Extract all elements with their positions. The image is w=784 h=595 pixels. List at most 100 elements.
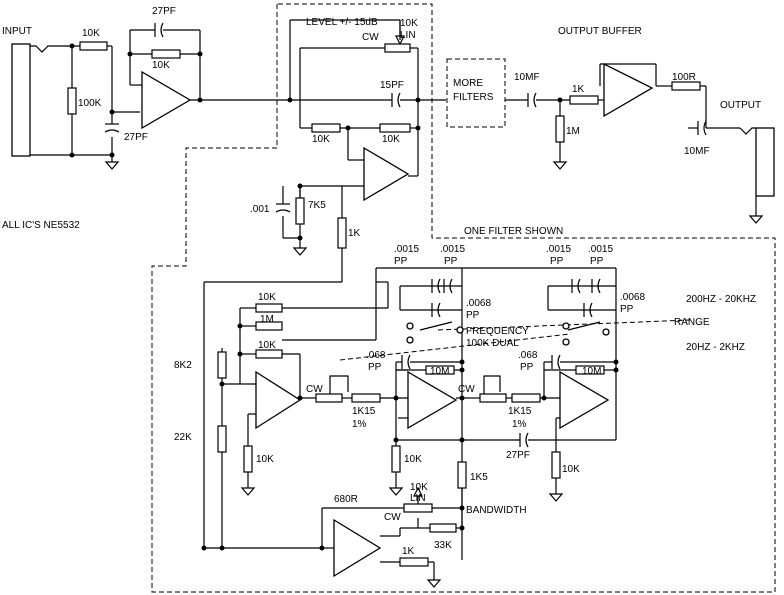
label-c-0015-3: .0015: [546, 244, 571, 255]
label-c-in-27pf: 27PF: [124, 132, 148, 143]
label-c-0015-2: .0015: [440, 244, 465, 255]
label-r-10k-g2: 10K: [404, 454, 422, 465]
buffer-wiring: [505, 63, 757, 216]
level-label: LEVEL +/- 15dB: [306, 17, 378, 28]
label-r-fb-10k: 10K: [152, 60, 170, 71]
label-r-1k-mid: 1K: [348, 228, 361, 239]
output-jack: [755, 127, 775, 197]
buffer-op-amp: [603, 62, 654, 118]
resistor-1k5: [457, 461, 467, 489]
resistor-33k: [429, 523, 457, 533]
resistor-feedback-10k: [151, 49, 181, 59]
label-r-1k15-b: 1K15: [508, 406, 532, 417]
ground-symbol: [426, 579, 442, 588]
label-pot-level-cw: CW: [362, 32, 379, 43]
label-r-1m-fa: 1M: [260, 314, 274, 325]
resistor-1k-buffer: [569, 95, 599, 105]
resistor-10m-a: [425, 365, 455, 375]
label-pot-level-10k: 10K: [400, 18, 418, 29]
output-buffer-label: OUTPUT BUFFER: [558, 26, 642, 37]
label-pp-0068-a: PP: [466, 310, 480, 321]
label-c-001: .001: [250, 204, 270, 215]
frequency-label: FREQUENCY: [466, 326, 529, 337]
label-r-1m-buffer: 1M: [566, 126, 580, 137]
resistor-10k-g1: [243, 445, 253, 473]
label-r-680r: 680R: [334, 494, 358, 505]
resistor-10k-fa: [255, 303, 283, 313]
resistor-1m-buffer: [555, 115, 565, 143]
label-pct-a: 1%: [352, 419, 367, 430]
resistor-cw-pot-1: [315, 393, 343, 403]
more-filters-box: [446, 58, 506, 128]
label-pot-bw-10k: 10K: [410, 482, 428, 493]
resistor-10k-g2: [391, 445, 401, 473]
level-block-outline: [151, 3, 776, 593]
resistor-cw-pot-2: [479, 393, 507, 403]
resistor-input-10k: [79, 41, 108, 51]
label-r-10k-fa: 10K: [258, 292, 276, 303]
resistor-7k5: [295, 197, 305, 225]
label-r-1k15-a: 1K15: [352, 406, 376, 417]
input-jack: [11, 43, 31, 157]
resistor-10k-fb: [255, 349, 283, 359]
label-r-1k-buffer: 1K: [572, 84, 585, 95]
ground-symbol: [292, 247, 308, 256]
ground-symbol: [104, 161, 120, 170]
label-r-10m-a: 10M: [430, 366, 449, 377]
all-ics-note: ALL IC'S NE5532: [2, 220, 80, 231]
resistor-1m-fa: [255, 321, 283, 331]
label-r-10m-b: 10M: [582, 366, 601, 377]
label-c-068-a: .068: [366, 350, 386, 361]
label-pp-3: PP: [550, 256, 564, 267]
sum-wiring: [203, 19, 446, 548]
more-filters-line1: MORE: [453, 78, 483, 89]
label-r-sum-10k-b: 10K: [382, 134, 400, 145]
label-pot-bw-cw: CW: [384, 512, 401, 523]
resistor-100r: [671, 81, 701, 91]
label-cw-1: CW: [306, 384, 323, 395]
label-r-100r: 100R: [672, 72, 696, 83]
label-c-068-b: .068: [518, 350, 538, 361]
label-r-22k: 22K: [174, 432, 192, 443]
label-r-1k-bw: 1K: [402, 546, 415, 557]
label-r-10k-g3: 10K: [562, 464, 580, 475]
label-pot-level-lin: LIN: [400, 30, 416, 41]
label-r-1k5: 1K5: [470, 472, 488, 483]
range-label: RANGE: [674, 317, 710, 328]
input-op-amp: [141, 70, 192, 130]
filter-op-amp-2: [407, 370, 458, 430]
resistor-sum-10k-a: [311, 123, 341, 133]
label-pp-2: PP: [444, 256, 458, 267]
output-label: OUTPUT: [720, 100, 761, 111]
resistor-1k-bw: [399, 557, 429, 567]
filter-op-amp-3: [559, 370, 610, 430]
one-filter-shown-label: ONE FILTER SHOWN: [464, 226, 563, 237]
ground-symbol: [548, 493, 564, 502]
label-pp-068-a: PP: [368, 362, 382, 373]
label-c-fb-27pf: 27PF: [152, 6, 176, 17]
level-pot: [384, 43, 411, 53]
label-c-0015-4: .0015: [588, 244, 613, 255]
label-c-10mf-a: 10MF: [514, 72, 540, 83]
label-r-7k5: 7K5: [308, 200, 326, 211]
label-r-sum-10k-a: 10K: [312, 134, 330, 145]
ground-symbol: [240, 487, 256, 496]
frequency-pot-link: [339, 333, 571, 361]
resistor-sum-10k-b: [379, 123, 411, 133]
label-pp-068-b: PP: [520, 362, 534, 373]
label-pp-1: PP: [394, 256, 408, 267]
sum-op-amp: [363, 146, 410, 202]
resistor-8k2: [217, 351, 227, 379]
label-c-15pf: 15PF: [380, 80, 404, 91]
label-pot-bw-lin: LIN: [410, 493, 426, 504]
label-c-10mf-b: 10MF: [684, 146, 710, 157]
resistor-10m-b: [575, 365, 605, 375]
resistor-680r: [403, 503, 433, 513]
range-high-label: 200HZ - 20KHZ: [686, 294, 756, 305]
label-r-in-100k: 100K: [78, 98, 102, 109]
input-label: INPUT: [2, 26, 32, 37]
resistor-1k15-a: [351, 393, 381, 403]
ground-symbol: [388, 487, 404, 496]
filter-op-amp-1: [255, 370, 302, 430]
